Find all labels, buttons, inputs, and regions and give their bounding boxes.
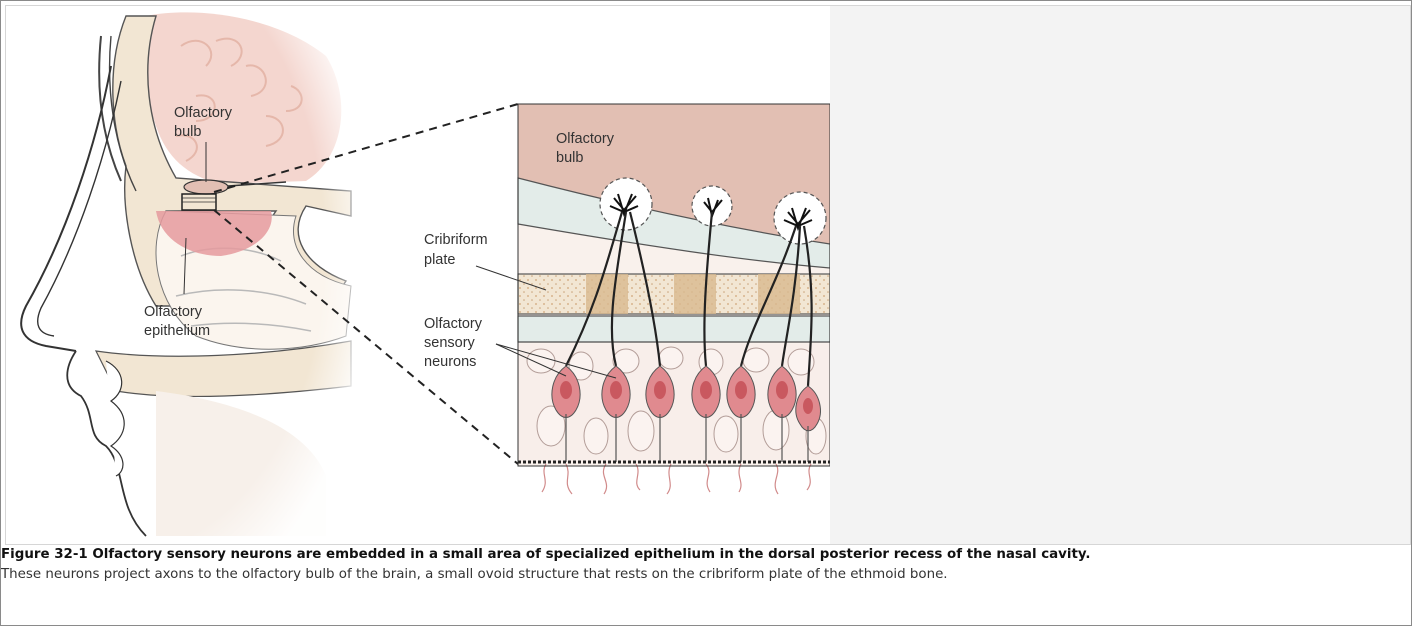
figure-caption: Figure 32-1 Olfactory sensory neurons ar… [1,545,1401,585]
label-sensory-neurons-1: Olfactory [424,316,483,332]
head-section [6,6,356,544]
label-cribriform-plate-2: plate [424,252,455,268]
label-olfactory-bulb-inset-1: Olfactory [556,131,615,147]
figure-panel: Olfactory bulb Olfactory epithelium Olfa… [5,5,1411,545]
olfactory-illustration: Olfactory bulb Olfactory epithelium Olfa… [6,6,830,544]
label-olfactory-epithelium-1: Olfactory [144,304,203,320]
label-olfactory-epithelium-2: epithelium [144,323,210,339]
caption-title: Figure 32-1 Olfactory sensory neurons ar… [1,545,1401,565]
label-sensory-neurons-3: neurons [424,354,476,370]
olfactory-bulb-small [184,180,228,194]
caption-body: These neurons project axons to the olfac… [1,565,1401,585]
cilia [542,464,811,494]
label-olfactory-bulb-main-1: Olfactory [174,105,233,121]
label-olfactory-bulb-inset-2: bulb [556,150,583,166]
label-olfactory-bulb-main-2: bulb [174,124,201,140]
anatomy-svg: Olfactory bulb Olfactory epithelium Olfa… [6,6,830,544]
label-sensory-neurons-2: sensory [424,335,476,351]
label-cribriform-plate-1: Cribriform [424,232,488,248]
